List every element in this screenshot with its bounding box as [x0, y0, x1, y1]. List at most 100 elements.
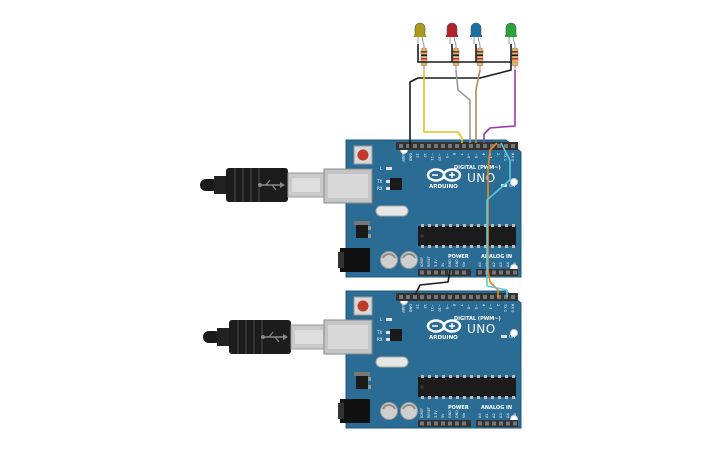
analog-header-pin[interactable]: [485, 421, 489, 426]
led-yellow-body[interactable]: [414, 22, 426, 37]
resistor[interactable]: [452, 44, 460, 70]
resistor-body: [420, 47, 428, 67]
resistor[interactable]: [511, 44, 519, 70]
usb-strain-relief: [217, 328, 229, 346]
analog-header-pin[interactable]: [499, 421, 503, 426]
digital-header-pin[interactable]: [462, 295, 466, 299]
digital-header-pin[interactable]: [469, 295, 473, 299]
digital-header-pin[interactable]: [413, 144, 417, 148]
digital-header-pin[interactable]: [448, 295, 452, 299]
digital-header-pin[interactable]: [399, 144, 403, 148]
digital-header-pin[interactable]: [413, 295, 417, 299]
digital-header-pin[interactable]: [476, 144, 480, 148]
resistor[interactable]: [420, 44, 428, 70]
power-header-pin[interactable]: [462, 421, 466, 426]
power-header-pin[interactable]: [434, 270, 438, 275]
digital-header-pin[interactable]: [483, 144, 487, 148]
digital-header-pin[interactable]: [427, 144, 431, 148]
digital-header-pin[interactable]: [504, 295, 508, 299]
analog-pin-label: A2: [492, 262, 496, 267]
power-header-pin[interactable]: [420, 421, 424, 426]
chip-pin: [463, 224, 466, 227]
digital-header-pin[interactable]: [511, 144, 515, 148]
digital-header-pin[interactable]: [406, 295, 410, 299]
digital-header-pin[interactable]: [399, 295, 403, 299]
digital-header-pin[interactable]: [427, 295, 431, 299]
usb-cable-1[interactable]: [200, 168, 325, 202]
wire-gray-signal[interactable]: [455, 69, 471, 143]
led-blue-body[interactable]: [470, 22, 482, 37]
digital-header-pin[interactable]: [469, 144, 473, 148]
digital-header-pin[interactable]: [455, 144, 459, 148]
led-green[interactable]: [505, 22, 519, 70]
analog-header-pin[interactable]: [478, 421, 482, 426]
power-header-pin[interactable]: [441, 421, 445, 426]
digital-header-pin[interactable]: [448, 144, 452, 148]
wire-cyan-link[interactable]: [486, 142, 511, 297]
analog-header-pin[interactable]: [506, 270, 510, 275]
wire-tan-signal[interactable]: [475, 69, 481, 143]
digital-pin-label: GND: [408, 153, 412, 161]
analog-header-pin[interactable]: [499, 270, 503, 275]
digital-header-pin[interactable]: [476, 295, 480, 299]
digital-header-pin[interactable]: [406, 144, 410, 148]
power-header-pin[interactable]: [448, 421, 452, 426]
analog-header-pin[interactable]: [478, 270, 482, 275]
power-header-pin[interactable]: [455, 270, 459, 275]
digital-header-pin[interactable]: [434, 295, 438, 299]
digital-header-pin[interactable]: [504, 144, 508, 148]
reset-button-cap[interactable]: [357, 149, 369, 161]
wire-purple-signal[interactable]: [483, 70, 516, 143]
digital-header-pin[interactable]: [462, 144, 466, 148]
power-header-pin[interactable]: [434, 421, 438, 426]
digital-header-pin[interactable]: [441, 295, 445, 299]
digital-header-pin[interactable]: [455, 295, 459, 299]
power-pin-label: GND: [455, 410, 459, 418]
reset-button-cap[interactable]: [357, 300, 369, 312]
digital-header-pin[interactable]: [483, 295, 487, 299]
usb-cable-2[interactable]: [203, 320, 328, 354]
led-tx: [386, 331, 392, 334]
digital-header-pin[interactable]: [511, 295, 515, 299]
capacitor-mark: [382, 404, 396, 410]
power-header-pin[interactable]: [427, 270, 431, 275]
led-green-body[interactable]: [505, 22, 517, 37]
power-pin-label: GND: [455, 259, 459, 267]
power-header-pin[interactable]: [427, 421, 431, 426]
digital-header-pin[interactable]: [441, 144, 445, 148]
analog-header-pin[interactable]: [492, 421, 496, 426]
power-header-pin[interactable]: [420, 270, 424, 275]
analog-pin-label: A5: [513, 413, 517, 418]
chip-pin: [491, 375, 494, 378]
chip-pin: [442, 245, 445, 248]
digital-pin-label: GND: [408, 304, 412, 312]
analog-header-pin[interactable]: [513, 421, 517, 426]
digital-header-pin[interactable]: [434, 144, 438, 148]
chip-pin: [421, 396, 424, 399]
digital-pin-label: ~9: [445, 153, 449, 159]
digital-header-pin[interactable]: [420, 295, 424, 299]
digital-header-pin[interactable]: [490, 144, 494, 148]
power-header-pin[interactable]: [441, 270, 445, 275]
power-header-pin[interactable]: [455, 421, 459, 426]
digital-header-pin[interactable]: [490, 295, 494, 299]
wire-orange-link[interactable]: [487, 142, 499, 297]
analog-header-pin[interactable]: [492, 270, 496, 275]
power-header-pin[interactable]: [462, 270, 466, 275]
wire-ground-to-board[interactable]: [409, 62, 512, 143]
wire-ground-bus[interactable]: [417, 44, 512, 63]
resistor[interactable]: [476, 44, 484, 70]
wire-ground-link[interactable]: [414, 269, 451, 296]
led-yellow[interactable]: [414, 22, 428, 70]
digital-pin-label: 8: [452, 304, 456, 307]
digital-header-pin[interactable]: [497, 295, 501, 299]
analog-header-pin[interactable]: [513, 270, 517, 275]
digital-header-pin[interactable]: [497, 144, 501, 148]
led-red-body[interactable]: [446, 22, 458, 37]
led-on-label: ON: [509, 334, 515, 339]
analog-header-pin[interactable]: [506, 421, 510, 426]
digital-header-pin[interactable]: [420, 144, 424, 148]
wire-yellow-signal[interactable]: [423, 70, 463, 143]
